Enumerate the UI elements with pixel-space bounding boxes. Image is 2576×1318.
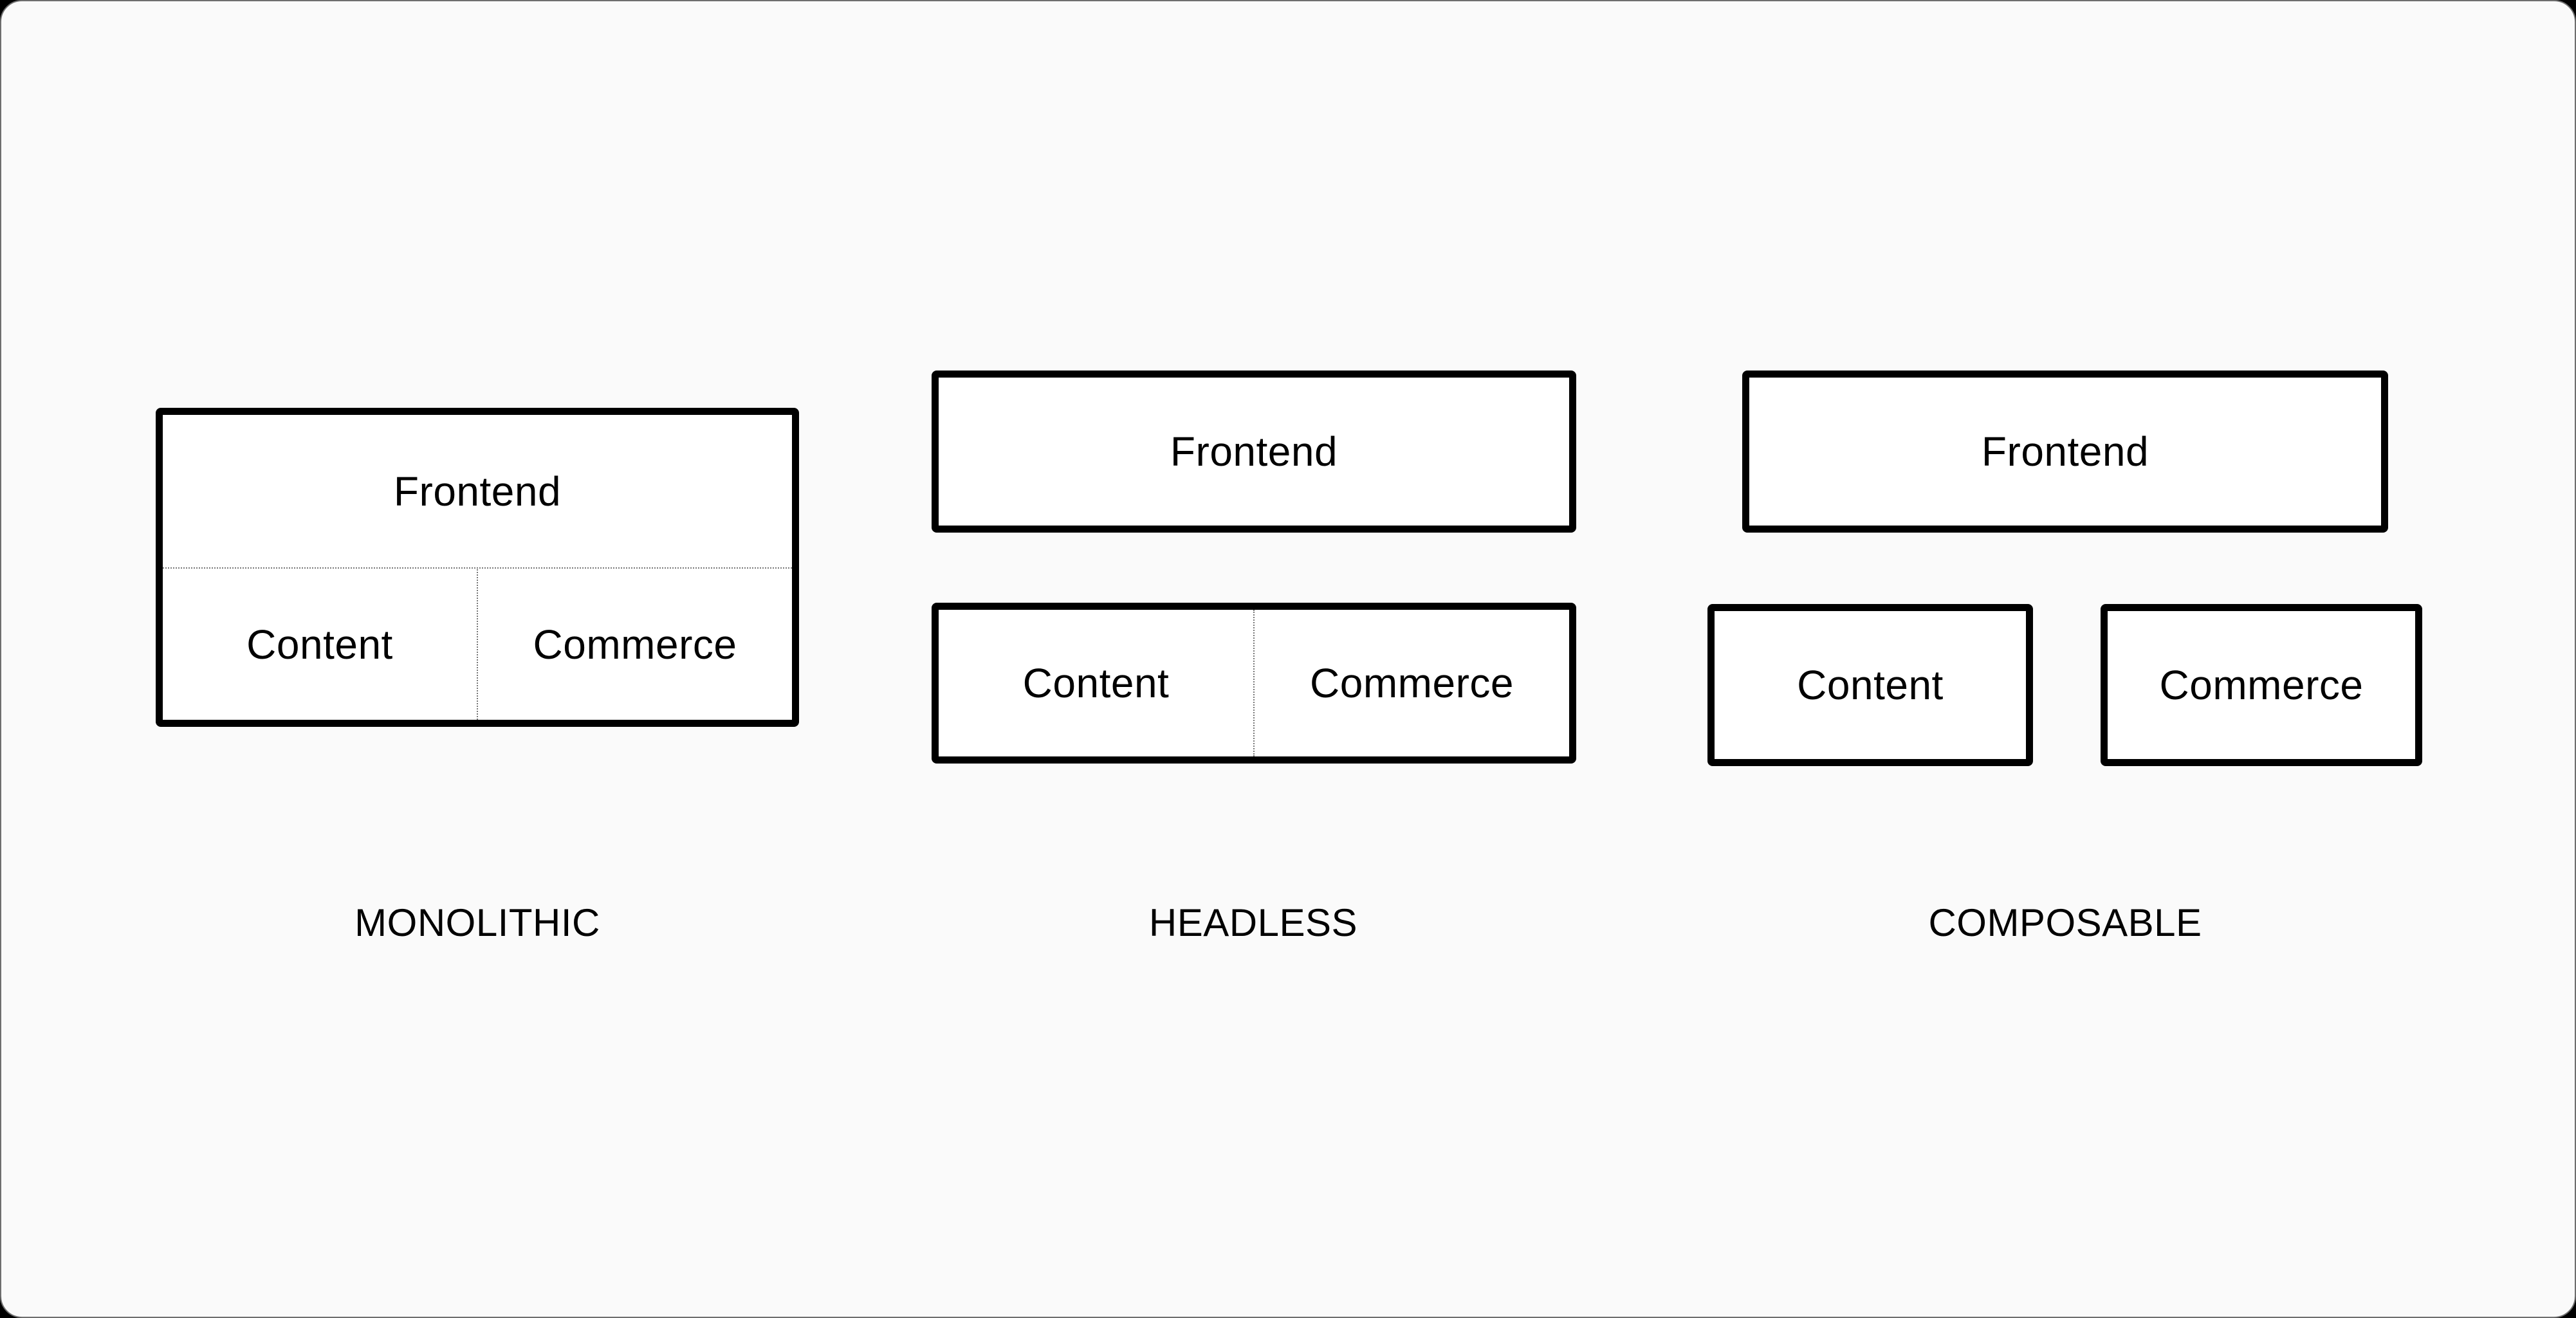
headless-commerce-cell: Commerce (1255, 610, 1569, 756)
monolithic-commerce-label: Commerce (533, 621, 737, 668)
headless-frontend-box: Frontend (932, 371, 1576, 533)
composable-caption: COMPOSABLE (1928, 901, 2202, 944)
composable-frontend-label: Frontend (1981, 428, 2149, 475)
headless-content-cell: Content (939, 610, 1253, 756)
monolithic-content-label: Content (246, 621, 393, 668)
monolithic-frontend-cell: Frontend (163, 415, 792, 567)
headless-content-label: Content (1022, 660, 1170, 706)
monolithic-vertical-divider (477, 567, 478, 720)
headless-vertical-divider (1253, 610, 1255, 756)
headless-frontend-label: Frontend (1170, 428, 1338, 475)
composable-frontend-box: Frontend (1742, 371, 2388, 533)
monolithic-box: Frontend Content Commerce (156, 408, 799, 727)
monolithic-caption: MONOLITHIC (354, 901, 600, 944)
composable-content-label: Content (1797, 662, 1944, 708)
monolithic-commerce-cell: Commerce (478, 569, 792, 720)
monolithic-content-cell: Content (163, 569, 477, 720)
headless-backend-box: Content Commerce (932, 603, 1576, 764)
composable-content-box: Content (1707, 604, 2033, 766)
headless-caption: HEADLESS (1148, 901, 1358, 944)
monolithic-frontend-label: Frontend (393, 468, 562, 515)
headless-commerce-label: Commerce (1310, 660, 1514, 706)
composable-commerce-box: Commerce (2101, 604, 2422, 766)
composable-commerce-label: Commerce (2159, 662, 2364, 708)
